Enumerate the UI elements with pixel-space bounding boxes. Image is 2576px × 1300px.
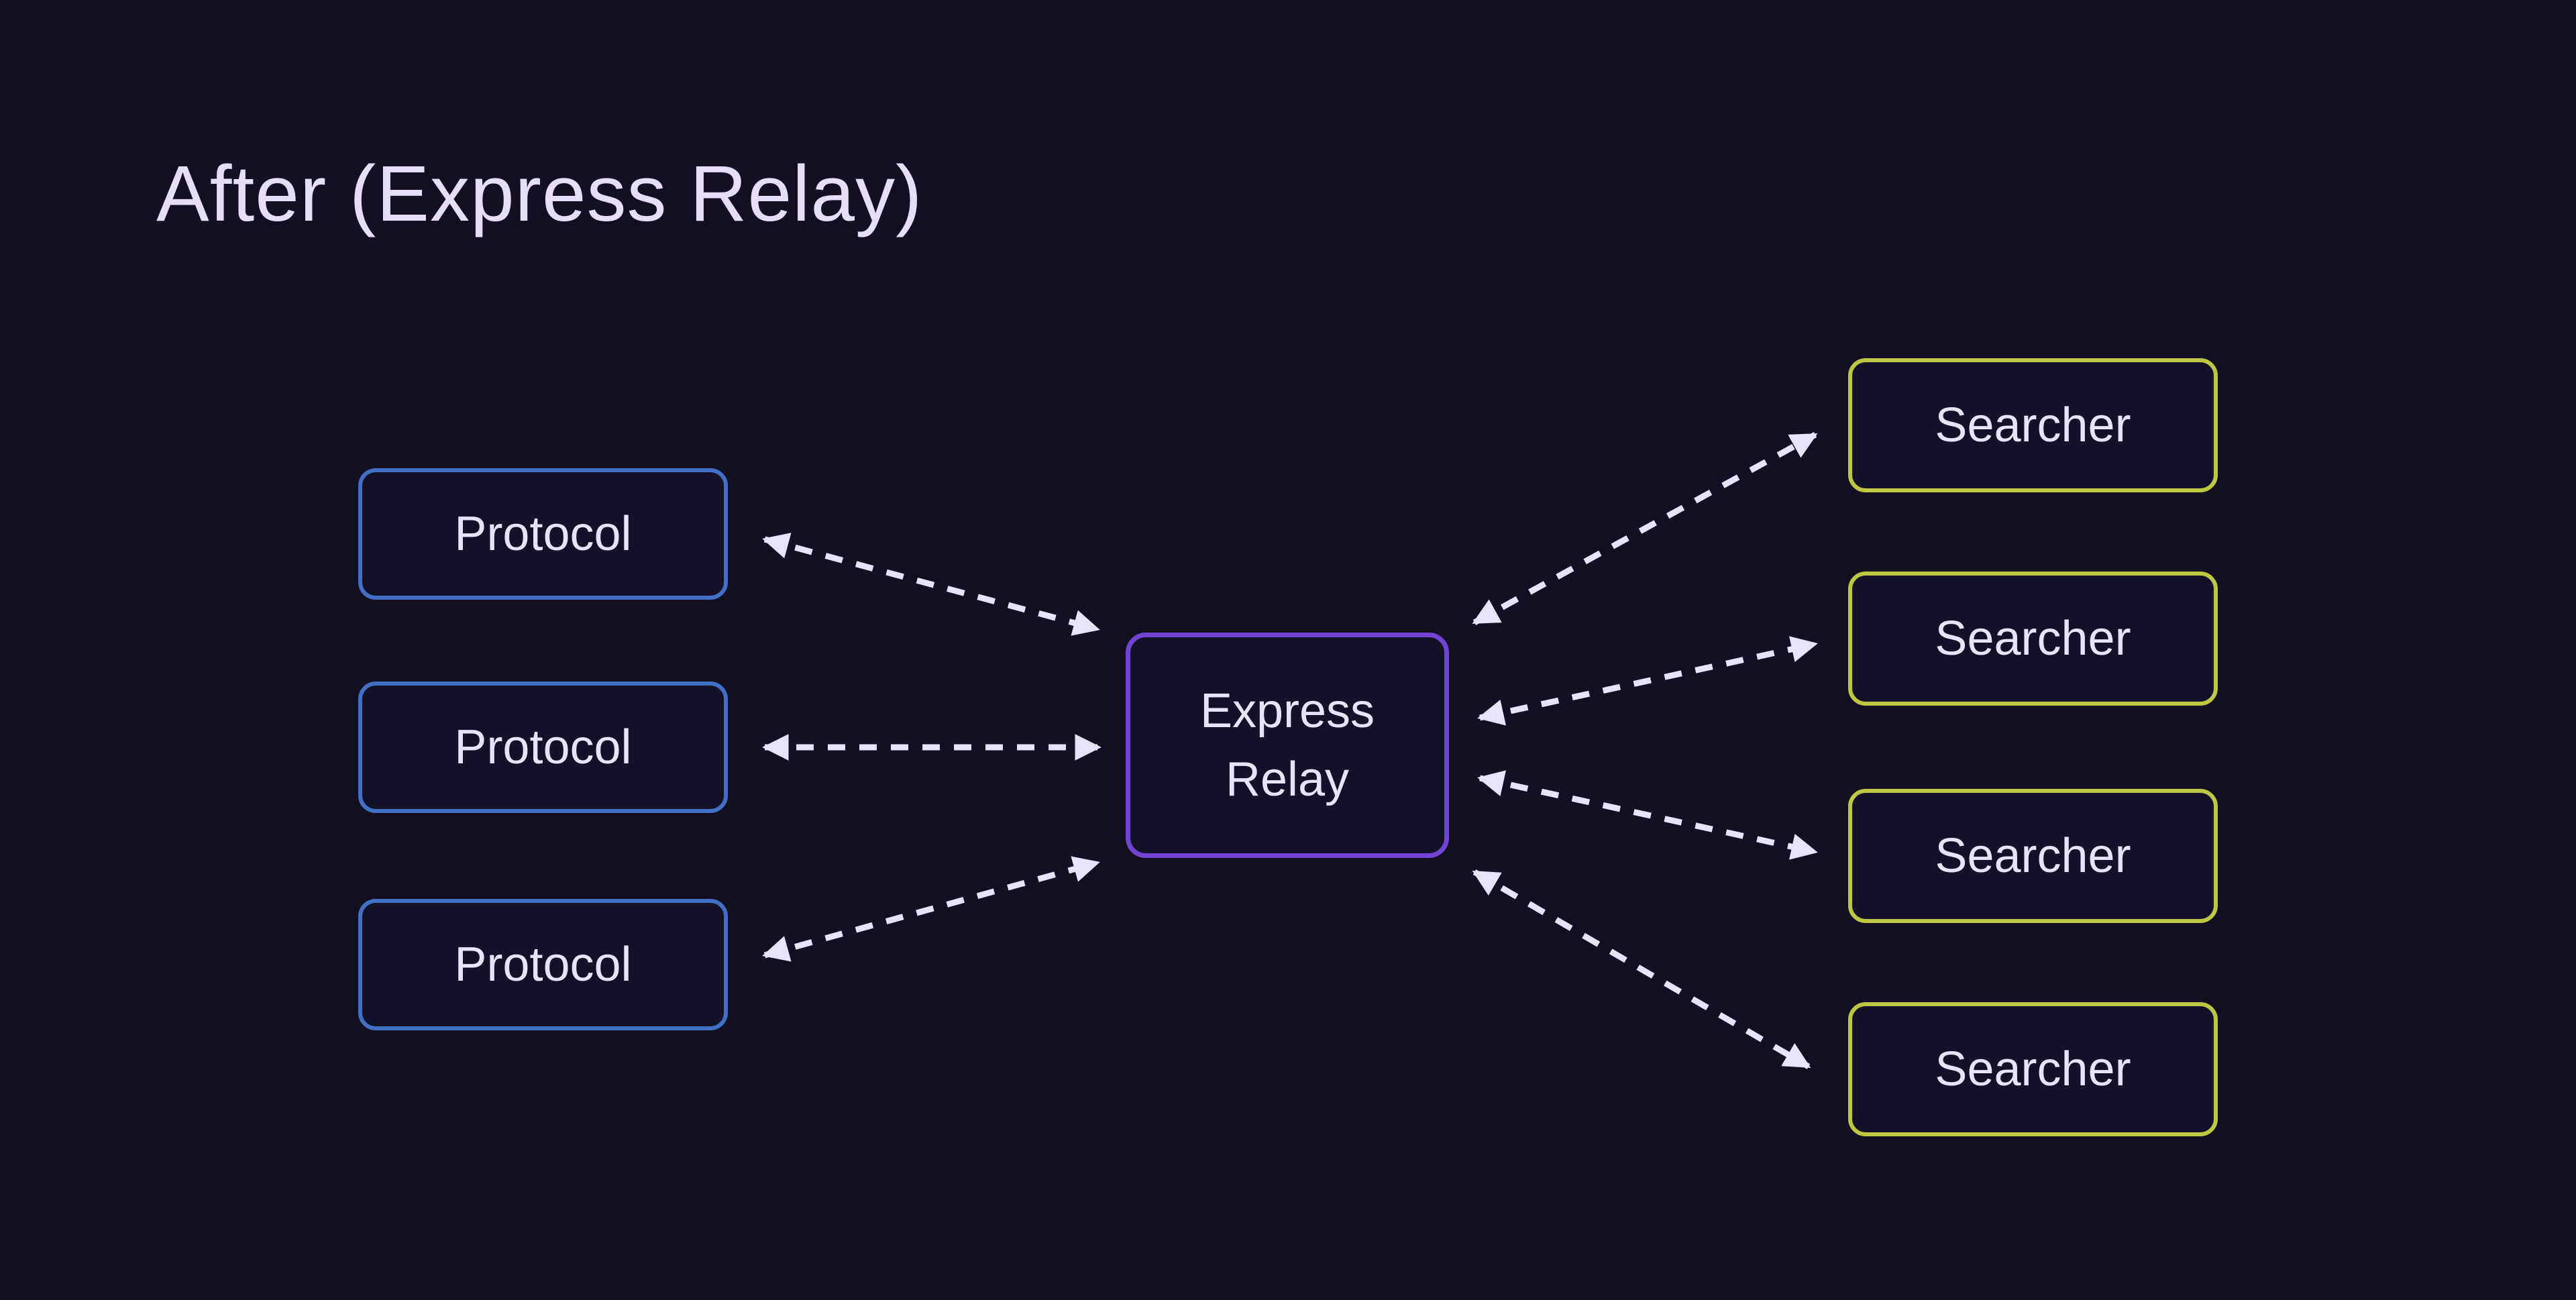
searcher-node-1-label: Searcher xyxy=(1935,398,2131,452)
arrow-protocol1-relay xyxy=(762,533,1100,636)
protocol-node-1-label: Protocol xyxy=(454,506,632,561)
protocol-node-2: Protocol xyxy=(358,682,728,813)
arrow-relay-searcher1 xyxy=(1472,432,1818,625)
protocol-node-3: Protocol xyxy=(358,899,728,1030)
arrow-relay-searcher2 xyxy=(1477,636,1818,726)
searcher-node-4-label: Searcher xyxy=(1935,1042,2131,1096)
page-title: After (Express Relay) xyxy=(156,150,923,238)
searcher-node-2: Searcher xyxy=(1848,572,2218,706)
searcher-node-3: Searcher xyxy=(1848,789,2218,923)
arrow-protocol3-relay xyxy=(762,856,1100,962)
protocol-node-1: Protocol xyxy=(358,468,728,600)
searcher-node-2-label: Searcher xyxy=(1935,611,2131,665)
protocol-node-3-label: Protocol xyxy=(454,937,632,991)
arrow-relay-searcher4 xyxy=(1472,869,1811,1069)
express-relay-node: Express Relay xyxy=(1126,633,1449,858)
arrow-relay-searcher3 xyxy=(1477,770,1818,860)
searcher-node-3-label: Searcher xyxy=(1935,828,2131,883)
express-relay-node-label: Express Relay xyxy=(1199,684,1375,806)
searcher-node-4: Searcher xyxy=(1848,1002,2218,1136)
searcher-node-1: Searcher xyxy=(1848,358,2218,492)
protocol-node-2-label: Protocol xyxy=(454,720,632,774)
